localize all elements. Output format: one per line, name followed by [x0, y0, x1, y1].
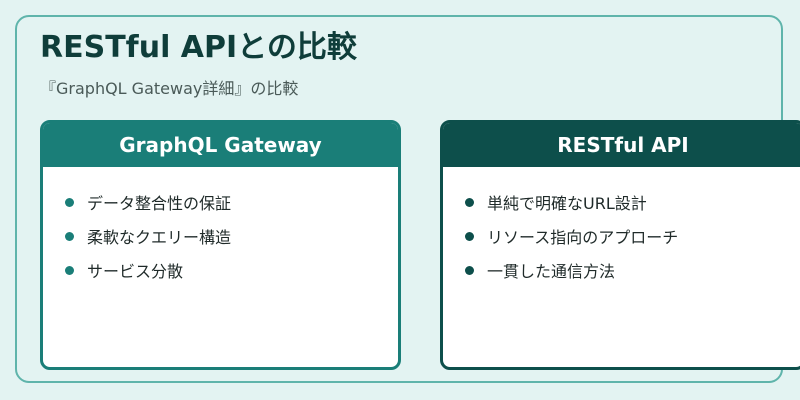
- list-item-label: リソース指向のアプローチ: [487, 228, 679, 247]
- list-item: リソース指向のアプローチ: [465, 219, 800, 253]
- bullet-dot-icon: [465, 265, 474, 275]
- graphql-gateway-card: GraphQL Gateway データ整合性の保証 柔軟なクエリー構造 サービス…: [40, 120, 401, 370]
- list-item-label: サービス分散: [87, 262, 184, 281]
- bullet-dot-icon: [65, 265, 74, 275]
- list-item: 一貫した通信方法: [465, 253, 800, 287]
- bullet-dot-icon: [465, 231, 474, 241]
- graphql-gateway-card-header: GraphQL Gateway: [43, 123, 398, 167]
- list-item-label: 柔軟なクエリー構造: [87, 228, 232, 247]
- restful-api-card-header: RESTful API: [443, 123, 800, 167]
- bullet-dot-icon: [65, 197, 74, 207]
- page-subtitle: 『GraphQL Gateway詳細』の比較: [40, 79, 299, 98]
- list-item-label: 一貫した通信方法: [487, 262, 616, 281]
- restful-api-card: RESTful API 単純で明確なURL設計 リソース指向のアプローチ 一貫し…: [440, 120, 800, 370]
- bullet-dot-icon: [65, 231, 74, 241]
- list-item: サービス分散: [65, 253, 398, 287]
- restful-api-feature-list: 単純で明確なURL設計 リソース指向のアプローチ 一貫した通信方法: [443, 167, 800, 287]
- list-item: データ整合性の保証: [65, 185, 398, 219]
- page-title: RESTful APIとの比較: [40, 30, 357, 65]
- list-item: 柔軟なクエリー構造: [65, 219, 398, 253]
- list-item: 単純で明確なURL設計: [465, 185, 800, 219]
- list-item-label: データ整合性の保証: [87, 194, 232, 213]
- graphql-gateway-feature-list: データ整合性の保証 柔軟なクエリー構造 サービス分散: [43, 167, 398, 287]
- bullet-dot-icon: [465, 197, 474, 207]
- list-item-label: 単純で明確なURL設計: [487, 194, 647, 213]
